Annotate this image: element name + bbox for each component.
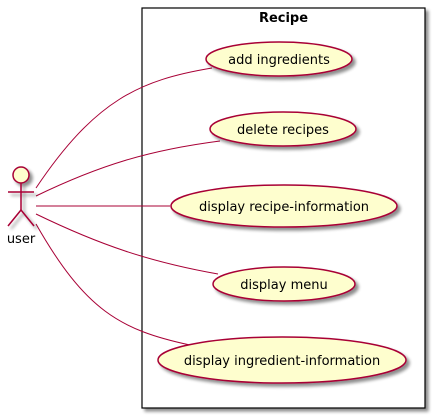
use-case-display-recipe-information: display recipe-information [170, 184, 398, 228]
actor-left-leg [7, 209, 22, 227]
use-case-add-ingredients: add ingredients [205, 41, 353, 77]
use-case-label: display recipe-information [199, 200, 369, 215]
actor-head [12, 166, 30, 184]
use-case-ellipse [157, 336, 407, 384]
use-case-display-menu: display menu [212, 266, 356, 302]
use-case-ellipse [170, 184, 398, 228]
use-case-label: display menu [240, 278, 327, 293]
use-case-label: add ingredients [228, 53, 330, 68]
use-case-label: display ingredient-information [184, 354, 380, 369]
actor-user: user [7, 166, 36, 247]
use-case-ellipse [209, 111, 357, 147]
use-case-delete-recipes: delete recipes [209, 111, 357, 147]
association-display-ingredient-information [35, 223, 191, 346]
use-case-label: delete recipes [237, 123, 329, 138]
association-add-ingredients [35, 67, 213, 189]
associations [35, 67, 221, 346]
association-display-menu [35, 213, 219, 275]
use-case-ellipse [212, 266, 356, 302]
association-delete-recipes [35, 140, 221, 197]
actor-label: user [7, 232, 36, 247]
use-case-display-ingredient-information: display ingredient-information [157, 336, 407, 384]
use-case-ellipse [205, 41, 353, 77]
actor-right-leg [20, 209, 35, 227]
system-title: Recipe [259, 11, 308, 26]
